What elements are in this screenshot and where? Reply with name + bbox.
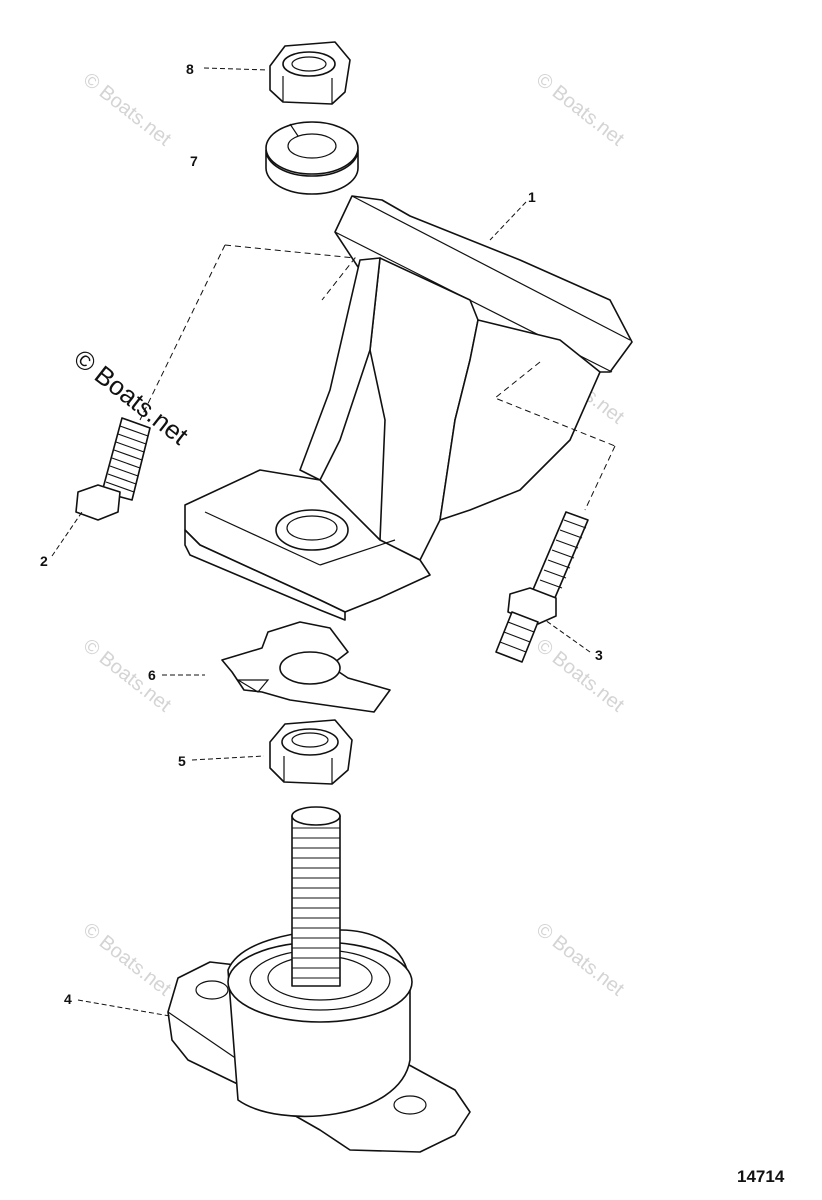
callout-2: 2 (40, 553, 48, 569)
leader-lines (51, 67, 591, 1017)
part-3-stud (495, 511, 589, 663)
callout-4: 4 (64, 991, 72, 1007)
part-5-hex-nut (269, 719, 353, 785)
figure-number: 14714 (737, 1167, 785, 1186)
part-1-bracket (184, 195, 633, 621)
callout-3: 3 (595, 647, 603, 663)
callout-labels: 1 2 3 4 5 6 7 8 (40, 61, 603, 1007)
leader-3 (544, 619, 591, 653)
part-7-lock-washer (265, 121, 359, 195)
part-6-tab-washer (221, 621, 391, 713)
part-2-bolt (75, 417, 151, 521)
part-8-hex-nut (269, 41, 351, 105)
leader-2 (51, 511, 83, 557)
callout-6: 6 (148, 667, 156, 683)
callout-8: 8 (186, 61, 194, 77)
part-4-engine-mount (167, 806, 471, 1153)
callout-7: 7 (190, 153, 198, 169)
watermark: © Boats.net (79, 69, 175, 151)
leader-4 (77, 999, 171, 1017)
leader-8 (203, 67, 269, 71)
watermark: © Boats.net (532, 69, 628, 151)
watermark: © Boats.net (79, 919, 175, 1001)
leader-5 (191, 755, 265, 761)
alignment-lines (139, 244, 616, 511)
callout-1: 1 (528, 189, 536, 205)
callout-5: 5 (178, 753, 186, 769)
leader-1 (489, 201, 527, 241)
watermark: © Boats.net (532, 635, 628, 717)
watermark: © Boats.net (79, 635, 175, 717)
watermark: © Boats.net (532, 919, 628, 1001)
